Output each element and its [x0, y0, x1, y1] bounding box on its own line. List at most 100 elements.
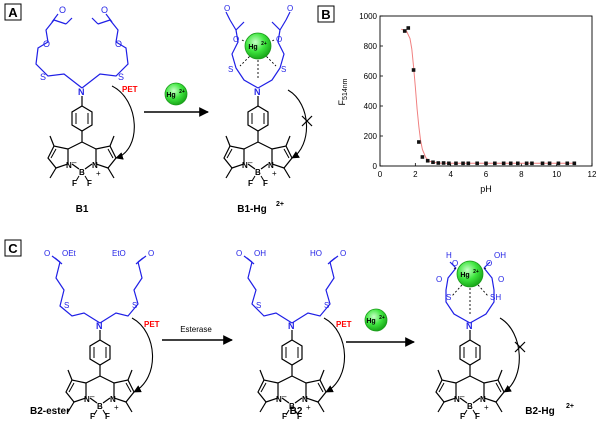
b2-hg-plus: + — [484, 403, 489, 412]
b2-ester-f-left: F — [90, 412, 95, 421]
b2-hg-o-2: O — [486, 259, 492, 268]
chart-data-point — [547, 161, 552, 166]
b1-n-right: N — [92, 161, 98, 170]
b2-f-left: F — [282, 412, 287, 421]
b2-ester-minus: – — [90, 392, 95, 401]
b1-hg-s-right: S — [281, 65, 286, 74]
hg-charge-c: 2+ — [379, 315, 385, 321]
b1-hg-plus: + — [272, 169, 277, 178]
chart-x-tick-label: 2 — [413, 170, 418, 179]
b2-ho-right: HO — [310, 249, 322, 258]
panel-a-label-box — [4, 3, 22, 21]
chart-x-tick-label: 10 — [552, 170, 561, 179]
chart-data-point — [411, 68, 416, 72]
chart-data-point — [493, 161, 497, 166]
chart-x-tick-label: 4 — [448, 170, 453, 179]
b1-boron: B — [79, 168, 85, 177]
chart-y-tick-label: 200 — [364, 132, 378, 141]
chart-data-point — [436, 161, 441, 165]
b1-hg-symbol: Hg — [248, 44, 257, 51]
b1-hg-minus: – — [248, 158, 253, 167]
chart-x-tick-label: 6 — [484, 170, 489, 179]
chart-y-axis-label-main: F514nm — [337, 78, 349, 105]
b2-ester-pet-arrow — [131, 317, 154, 393]
b2-ester-caption-text: B2-ester — [30, 406, 70, 417]
b2-pet-arrow — [323, 317, 346, 393]
b2-hg-minus: – — [460, 392, 465, 401]
b2-hg-ion — [456, 260, 484, 288]
b1-pet-arrow — [111, 85, 135, 160]
pet-blocked-cross-icon — [301, 115, 313, 127]
b2-ester-caption: B2-ester — [30, 406, 70, 417]
b1-hg-receptor — [225, 11, 291, 89]
chart-y-tick-label: 0 — [373, 162, 378, 171]
chart-data-point — [501, 161, 506, 166]
b1-o-right: O — [115, 39, 122, 49]
b2-pet-label: PET — [336, 320, 352, 329]
chart-x-tick-label: 12 — [588, 170, 597, 179]
chart-data-point — [406, 26, 411, 30]
chart-plot-frame — [379, 15, 593, 167]
chart-y-tick-label: 800 — [364, 42, 378, 51]
b2-ester-o-left: O — [44, 249, 50, 258]
b2-ester-n-right: N — [110, 395, 116, 404]
b1-receptor — [35, 13, 129, 89]
chart-y-label-f: F — [337, 99, 347, 105]
b2-ester-oet: OEt — [62, 249, 77, 258]
b1-hg-f-left: F — [248, 179, 253, 188]
b2-hg-n: N — [466, 321, 473, 331]
chart-fit-curve — [401, 28, 575, 164]
chart-data-point — [402, 29, 407, 33]
pet-blocked-cross-icon-c — [514, 341, 526, 353]
panel-c-label-box — [4, 239, 22, 257]
chart-data-point — [441, 161, 446, 165]
b1-hg-o-2: O — [287, 4, 293, 13]
chart-points — [402, 26, 577, 166]
b1-ester-o-left: O — [59, 5, 66, 15]
b2-o-left: O — [236, 249, 242, 258]
b2-hg-f-left: F — [460, 412, 465, 421]
b2-o-right: O — [340, 249, 346, 258]
b1-hg-n: N — [254, 87, 261, 97]
b2-hg-o-3: O — [436, 275, 442, 284]
chart-data-point — [417, 140, 421, 144]
b2-hg-n-left: N — [454, 395, 460, 404]
b1-n-left: N — [66, 161, 72, 170]
b2-caption: B2 — [290, 406, 303, 417]
b1-caption: B1 — [76, 204, 89, 215]
b2-hg-oh: OH — [494, 251, 506, 260]
b2-ester-n: N — [96, 321, 103, 331]
chart-y-label-sub: 514nm — [342, 78, 349, 100]
b2-hg-blocked-pet-arrow — [499, 317, 520, 393]
hg-charge-a: 2+ — [179, 89, 185, 95]
b2-ester-n-left: N — [84, 395, 90, 404]
chart-y-tick-label: 1000 — [359, 12, 377, 21]
b1-pet-label: PET — [122, 85, 138, 94]
b2-hg-caption-charge: 2+ — [566, 403, 574, 410]
b2-hg-h: H — [446, 251, 452, 260]
panel-a: A O O O O S S N N N B – + F F PET B1 Hg … — [4, 3, 313, 215]
b1-hg-n-left: N — [242, 161, 248, 170]
b2-ester-plus: + — [114, 403, 119, 412]
b1-hg-blocked-pet-arrow — [287, 89, 308, 159]
chart-data-point — [524, 161, 529, 166]
chart-y-axis-label: F514nm — [337, 78, 349, 105]
chart-data-point — [420, 155, 425, 159]
b1-hg-charge: 2+ — [261, 41, 267, 47]
b2-ester-f-right: F — [105, 412, 110, 421]
b1-hg-s-left: S — [228, 65, 233, 74]
b2-ester-pet-label: PET — [144, 320, 160, 329]
b2-hg-o-1: O — [452, 259, 458, 268]
b2-n: N — [288, 321, 295, 331]
b2-receptor — [243, 255, 339, 324]
chart-data-point — [454, 161, 458, 166]
panel-b-label: B — [321, 7, 330, 22]
esterase-label: Esterase — [180, 325, 212, 334]
b2-f-right: F — [297, 412, 302, 421]
hg-symbol-a: Hg — [166, 92, 175, 99]
b1-hg-o-1: O — [224, 4, 230, 13]
b1-hg-caption-charge: 2+ — [276, 201, 284, 208]
chart-data-point — [461, 161, 465, 166]
